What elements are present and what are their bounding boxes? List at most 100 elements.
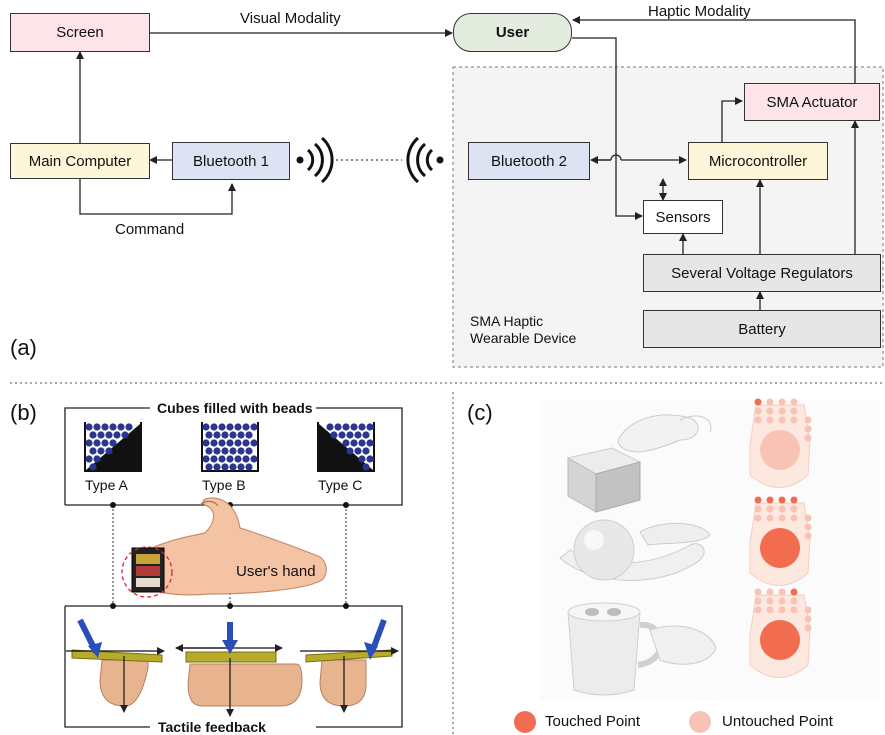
finger-point <box>766 407 774 415</box>
bead <box>109 439 117 447</box>
bead <box>105 431 113 439</box>
user-box: User <box>453 13 572 52</box>
bead <box>226 455 234 463</box>
bead <box>250 423 258 431</box>
bead <box>205 463 213 471</box>
hand-heatmap-1 <box>749 398 812 488</box>
bead <box>229 447 237 455</box>
bead <box>242 423 250 431</box>
bead <box>242 439 250 447</box>
bead <box>237 447 245 455</box>
bead <box>242 455 250 463</box>
type-a-label: Type A <box>85 477 128 493</box>
hand-heatmap-2 <box>749 496 812 586</box>
bt2-mcu-hop <box>610 154 622 161</box>
finger-point <box>790 606 798 614</box>
finger-type-c <box>300 618 399 713</box>
bead <box>350 423 358 431</box>
finger-point <box>754 514 762 522</box>
bead <box>362 431 370 439</box>
bead <box>101 423 109 431</box>
bead <box>226 439 234 447</box>
finger-point <box>754 407 762 415</box>
finger-point <box>766 505 774 513</box>
bead <box>218 455 226 463</box>
finger-point <box>790 416 798 424</box>
finger-point <box>766 606 774 614</box>
bluetooth2-label: Bluetooth 2 <box>491 152 567 170</box>
cube-type-c <box>317 422 375 472</box>
bead <box>221 447 229 455</box>
cube-type-b <box>201 422 259 472</box>
cubes-title: Cubes filled with beads <box>157 400 313 416</box>
bead <box>93 455 101 463</box>
finger-point <box>778 416 786 424</box>
bead <box>202 423 210 431</box>
bead <box>330 431 338 439</box>
panel-b-illustration <box>64 407 403 728</box>
finger-point <box>790 597 798 605</box>
bead <box>105 447 113 455</box>
user-to-sensors-arrow <box>572 37 643 220</box>
touched-legend-dot <box>514 711 536 733</box>
finger-point <box>804 416 812 424</box>
bead <box>85 423 93 431</box>
main-computer-label: Main Computer <box>28 152 132 170</box>
bead <box>326 423 334 431</box>
sma-actuator-box: SMA Actuator <box>744 83 880 121</box>
device-label-line2: Wearable Device <box>470 330 577 346</box>
wireless-signal-icon-left <box>406 136 444 184</box>
bead <box>85 455 93 463</box>
panel-c-label: (c) <box>467 400 493 425</box>
finger-point <box>804 425 812 433</box>
untouched-legend-dot <box>689 711 711 733</box>
finger-point <box>804 624 812 632</box>
sensors-box: Sensors <box>643 200 723 234</box>
bead <box>350 439 358 447</box>
bead <box>366 439 374 447</box>
bead <box>117 423 125 431</box>
microcontroller-label: Microcontroller <box>708 152 808 170</box>
bead <box>121 431 129 439</box>
finger-type-b <box>175 622 303 717</box>
bead <box>346 447 354 455</box>
bead <box>354 431 362 439</box>
bead <box>250 439 258 447</box>
screen-box: Screen <box>10 13 150 52</box>
bead <box>234 439 242 447</box>
mcu-to-actuator-arrow <box>721 97 743 143</box>
finger-point <box>778 588 786 596</box>
finger-point <box>766 588 774 596</box>
device-label-line1: SMA Haptic <box>470 313 544 329</box>
bead <box>85 439 93 447</box>
bluetooth1-label: Bluetooth 1 <box>193 152 269 170</box>
finger-point <box>778 606 786 614</box>
finger-point <box>804 523 812 531</box>
bead <box>210 455 218 463</box>
bead <box>366 455 374 463</box>
bead <box>101 439 109 447</box>
battery-box: Battery <box>643 310 881 348</box>
cube-type-a <box>84 422 142 472</box>
bead <box>93 423 101 431</box>
wireless-signal-icon-right <box>296 136 334 184</box>
bead <box>218 423 226 431</box>
finger-point <box>778 496 786 504</box>
finger-point <box>754 496 762 504</box>
bead <box>125 423 133 431</box>
user-label: User <box>495 24 530 41</box>
cup-grasp-render <box>567 602 717 696</box>
bead <box>202 455 210 463</box>
panel-c-illustration <box>514 398 880 733</box>
bead <box>234 423 242 431</box>
palm-point <box>760 620 800 660</box>
finger-point <box>754 505 762 513</box>
finger-point <box>766 496 774 504</box>
hand-heatmap-3 <box>749 588 812 678</box>
bead <box>362 463 370 471</box>
hand-label: User's hand <box>236 563 316 580</box>
finger-point <box>804 514 812 522</box>
finger-point <box>804 532 812 540</box>
bead <box>358 423 366 431</box>
bead <box>202 439 210 447</box>
